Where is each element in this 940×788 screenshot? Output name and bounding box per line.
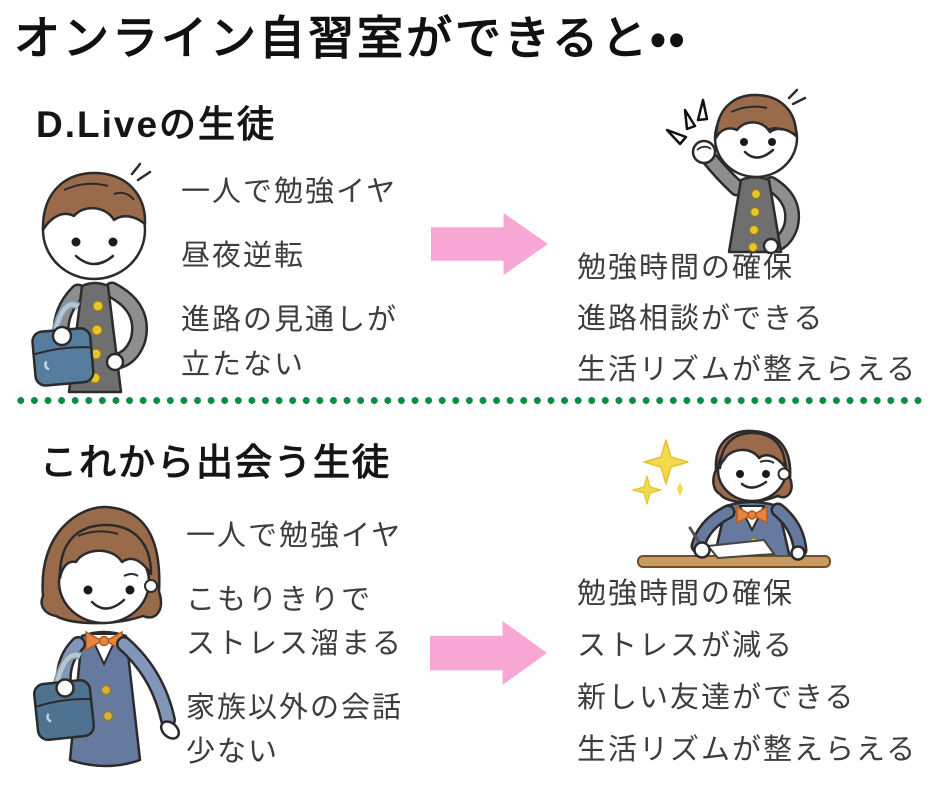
girl1-extended-arm: [116, 636, 180, 740]
section1-problem-list: 一人で勉強イヤ 昼夜逆転 進路の見通しが 立たない: [181, 170, 398, 388]
problem-text: 進路の見通しが: [181, 304, 399, 336]
benefit-text: 新しい友達ができる: [577, 682, 856, 714]
girl1-fringe: [58, 523, 153, 580]
section1-heading: D.Liveの生徒: [36, 104, 277, 145]
benefit-text: 勉強時間の確保: [577, 578, 795, 610]
problem-text: 昼夜逆転: [181, 240, 306, 272]
green-dotted-divider: [14, 396, 928, 405]
section2-problem-list: 一人で勉強イヤ こもりきりで ストレス溜まる 家族以外の会話 少ない: [186, 514, 403, 774]
boy-student-cheering-illustration: [665, 88, 807, 254]
problem-item: 家族以外の会話 少ない: [186, 686, 403, 774]
problem-item: 昼夜逆転: [181, 234, 398, 279]
boy2-head: [713, 88, 807, 179]
girl2-face-features: [736, 459, 775, 489]
problem-text: 一人で勉強イヤ: [186, 520, 403, 552]
girl2-writing-hand: [693, 541, 711, 559]
section2-benefit-list: 勉強時間の確保 ストレスが減る 新しい友達ができる 生活リズムが整えらえる: [577, 576, 917, 768]
benefit-item: 勉強時間の確保: [577, 576, 917, 612]
boy1-hip-hand: [105, 352, 125, 372]
benefit-text: ストレスが減る: [577, 630, 795, 662]
section1-benefit-list: 勉強時間の確保 進路相談ができる 生活リズムが整えらえる: [577, 250, 917, 388]
problem-text: 立たない: [181, 349, 306, 381]
benefit-item: 勉強時間の確保: [577, 250, 917, 286]
boy2-hip-hand: [762, 237, 780, 254]
page-title: オンライン自習室ができると・・: [14, 12, 688, 64]
benefit-item: ストレスが減る: [577, 628, 917, 664]
benefit-item: 生活リズムが整えらえる: [577, 732, 917, 768]
girl1-bag: [32, 650, 96, 742]
girl1-ear: [144, 579, 158, 593]
girl-student-with-bag-illustration: [32, 505, 180, 768]
problem-text: ストレス溜まる: [186, 628, 404, 660]
benefit-text: 勉強時間の確保: [577, 252, 795, 284]
problem-text: こもりきりで: [186, 584, 373, 616]
girl2-bow: [736, 505, 768, 525]
boy2-emphasis-marks: [665, 98, 709, 146]
girl1-face-features: [83, 573, 139, 610]
girl1-bow: [85, 630, 123, 652]
problem-item: 進路の見通しが 立たない: [181, 298, 398, 388]
girl2-resting-hand: [790, 545, 806, 561]
problem-item: こもりきりで ストレス溜まる: [186, 578, 403, 666]
problem-text: 少ない: [186, 736, 280, 768]
section2-heading: これから出会う生徒: [40, 442, 391, 483]
boy2-raised-arm: [691, 139, 746, 197]
pink-right-arrow-icon: [431, 213, 548, 275]
problem-item: 一人で勉強イヤ: [181, 170, 398, 215]
sparkles-icon: [632, 439, 689, 505]
girl2-ear: [777, 467, 791, 481]
girl2-fringe: [718, 431, 787, 470]
boy1-head: [41, 162, 152, 281]
benefit-item: 進路相談ができる: [577, 301, 917, 337]
benefit-text: 生活リズムが整えらえる: [577, 354, 918, 386]
benefit-item: 生活リズムが整えらえる: [577, 352, 917, 388]
benefit-text: 進路相談ができる: [577, 303, 825, 335]
benefit-item: 新しい友達ができる: [577, 680, 917, 716]
girl-student-writing-at-desk-illustration: [632, 429, 831, 568]
problem-text: 家族以外の会話: [186, 692, 404, 724]
boy-student-with-bag-illustration: [31, 162, 152, 394]
benefit-text: 生活リズムが整えらえる: [577, 734, 918, 766]
pink-right-arrow-icon: [430, 621, 547, 685]
paper: [706, 538, 776, 560]
boy1-strap-hand: [51, 325, 73, 347]
problem-item: 一人で勉強イヤ: [186, 514, 403, 558]
girl1-strap-hand: [55, 678, 75, 698]
problem-text: 一人で勉強イヤ: [181, 176, 398, 208]
